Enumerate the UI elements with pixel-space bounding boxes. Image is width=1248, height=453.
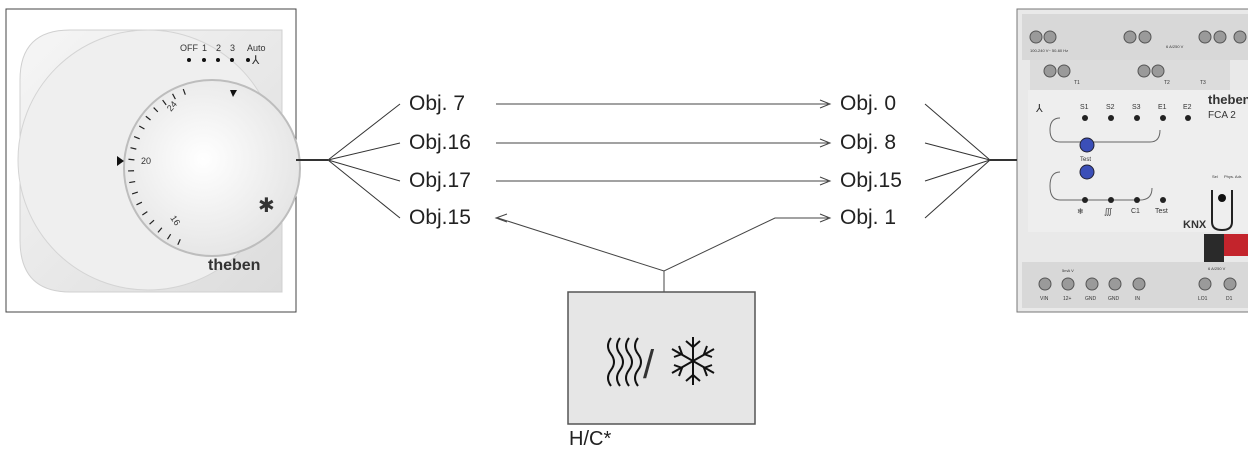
right-bus-lines xyxy=(924,103,1017,219)
dial-mark-24: 24 xyxy=(165,99,179,113)
actuator-bottom-right-label: 6 A/250 V xyxy=(1208,266,1226,271)
terminal-in: IN xyxy=(1135,296,1140,302)
fan-level-2: 2 xyxy=(216,43,221,53)
dial-tick xyxy=(149,219,155,225)
actuator-heat-icon: ∭ xyxy=(1104,207,1113,216)
right-obj-15: Obj.15 xyxy=(840,169,902,192)
dial-tick xyxy=(130,147,137,150)
actuator-label-s1: S1 xyxy=(1080,104,1089,111)
top-terminals xyxy=(1029,30,1247,78)
terminal-vin: VIN xyxy=(1040,296,1049,302)
thermostat-image: ✱ 24 20 16 OFF 1 2 3 Auto ⅄ theben xyxy=(5,8,301,313)
terminal-lo1: LO1 xyxy=(1198,296,1208,302)
fan-icon: ⅄ xyxy=(251,53,260,67)
dial-tick xyxy=(131,191,139,195)
terminal-d1: D1 xyxy=(1226,296,1233,302)
actuator-test-button-1[interactable] xyxy=(1079,137,1095,153)
fan-level-auto: Auto xyxy=(247,43,266,53)
dial-tick xyxy=(166,233,172,240)
actuator-bottom-top-label: 5mA V xyxy=(1062,268,1074,273)
dial-tick xyxy=(177,239,181,245)
dial-tick xyxy=(157,227,163,233)
heating-icon xyxy=(607,337,642,387)
arrow-hc-fan xyxy=(497,217,828,272)
actuator-fan-icon: ⅄ xyxy=(1035,103,1043,115)
actuator-label-c1: C1 xyxy=(1131,208,1140,215)
dial-tick xyxy=(182,88,186,95)
terminal-gnd-2: GND xyxy=(1108,296,1120,302)
actuator-brand: theben xyxy=(1208,92,1248,107)
dial-pointer-icon xyxy=(117,156,124,166)
fan-level-dots xyxy=(187,58,250,62)
hc-device: / xyxy=(567,291,756,425)
terminal-12plus: 12+ xyxy=(1063,296,1072,302)
fan-level-1: 1 xyxy=(202,43,207,53)
dial-tick xyxy=(133,135,140,140)
dial-tick xyxy=(136,201,143,206)
left-obj-17: Obj.17 xyxy=(409,169,471,192)
left-obj-15: Obj.15 xyxy=(409,206,471,229)
actuator-rating-label: 6 A/250 V xyxy=(1166,44,1184,49)
actuator-leds-row1 xyxy=(1082,115,1191,121)
arrowhead-obj1-icon xyxy=(819,213,832,223)
actuator-model: FCA 2 xyxy=(1208,110,1236,121)
actuator-mode-phys: Phys. Adr. xyxy=(1224,174,1242,179)
actuator-mode-sel: Sel xyxy=(1212,174,1218,179)
terminal-gnd-1: GND xyxy=(1085,296,1097,302)
actuator-t2-label: T2 xyxy=(1164,80,1170,86)
arrowhead-obj15-icon xyxy=(819,176,832,186)
hc-separator: / xyxy=(643,343,655,387)
dial-tick xyxy=(138,125,145,130)
actuator-label-e2: E2 xyxy=(1183,104,1192,111)
frost-icon: ✱ xyxy=(258,195,275,217)
left-obj-7: Obj. 7 xyxy=(409,92,466,115)
actuator-power-label: 100-240 V~ 50-60 Hz xyxy=(1030,48,1068,53)
actuator-leds-row2 xyxy=(1082,197,1166,203)
object-arrows xyxy=(494,99,832,292)
actuator-label-s2: S2 xyxy=(1106,104,1115,111)
right-obj-0: Obj. 0 xyxy=(840,92,897,115)
actuator-cool-icon: ❄ xyxy=(1077,207,1084,216)
snowflake-icon xyxy=(671,337,715,385)
arrowhead-obj15-left-icon xyxy=(494,213,508,223)
actuator-image: 100-240 V~ 50-60 Hz 6 A/250 V T1 T2 T3 t… xyxy=(1016,8,1248,313)
left-obj-16: Obj.16 xyxy=(409,131,471,154)
fan-level-off: OFF xyxy=(180,43,198,53)
actuator-t1-label: T1 xyxy=(1074,80,1080,86)
fan-level-3: 3 xyxy=(230,43,235,53)
dial-mark-16: 16 xyxy=(168,213,182,227)
dial-tick xyxy=(145,115,151,121)
right-obj-1: Obj. 1 xyxy=(840,206,897,229)
dial-ticks xyxy=(128,88,186,245)
dial-tick xyxy=(162,99,167,106)
left-bus-lines xyxy=(296,103,401,219)
thermostat-brand: theben xyxy=(208,257,260,274)
dial-tick xyxy=(129,180,136,184)
actuator-label-test2: Test xyxy=(1155,208,1168,215)
actuator-label-e1: E1 xyxy=(1158,104,1167,111)
dial-tick xyxy=(142,211,148,216)
actuator-test-label: Test xyxy=(1080,157,1091,163)
arrowhead-obj8-icon xyxy=(819,138,832,148)
actuator-prog-button[interactable] xyxy=(1218,194,1226,202)
arrowhead-obj0-icon xyxy=(819,99,832,109)
dial-tick xyxy=(153,107,159,113)
actuator-t3-label: T3 xyxy=(1200,80,1206,86)
dial-tick xyxy=(172,93,176,100)
actuator-label-s3: S3 xyxy=(1132,104,1141,111)
dial-tick xyxy=(128,158,135,161)
hc-label: H/C* xyxy=(569,428,612,450)
actuator-knx-logo: KNX xyxy=(1183,219,1207,231)
right-obj-8: Obj. 8 xyxy=(840,131,897,154)
actuator-test-button-2[interactable] xyxy=(1079,164,1095,180)
bottom-terminals xyxy=(1038,277,1237,291)
dial-mark-20: 20 xyxy=(141,156,151,166)
dial-arrow-icon xyxy=(230,90,237,97)
